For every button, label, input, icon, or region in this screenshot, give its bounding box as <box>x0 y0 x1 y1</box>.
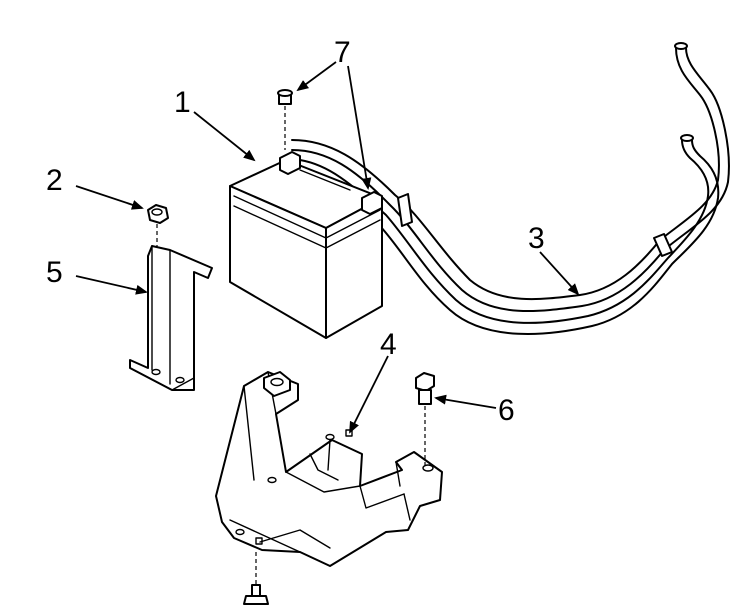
hold-down-bracket-part <box>129 245 213 391</box>
terminal-bolt-part <box>277 89 293 150</box>
battery-part <box>229 151 383 339</box>
callout-6: 6 <box>498 394 515 427</box>
callout-1: 1 <box>174 86 191 119</box>
leader-5 <box>75 275 148 295</box>
leader-7a <box>296 61 337 92</box>
callout-labels: 1 2 3 4 5 6 7 <box>46 36 545 427</box>
leader-1 <box>193 111 256 162</box>
bottom-bolt-part <box>243 552 269 605</box>
callout-2: 2 <box>46 164 63 197</box>
battery-tray-part <box>215 371 443 567</box>
callout-3: 3 <box>528 222 545 255</box>
leader-7b <box>347 65 372 190</box>
callout-4: 4 <box>380 328 397 361</box>
leader-3 <box>539 251 580 296</box>
callout-7: 7 <box>334 36 351 69</box>
leader-6 <box>434 394 497 409</box>
callout-5: 5 <box>46 256 63 289</box>
bolt-part <box>415 372 435 466</box>
callout-leaders <box>75 61 580 434</box>
leader-4 <box>349 355 389 434</box>
leader-2 <box>75 185 144 210</box>
